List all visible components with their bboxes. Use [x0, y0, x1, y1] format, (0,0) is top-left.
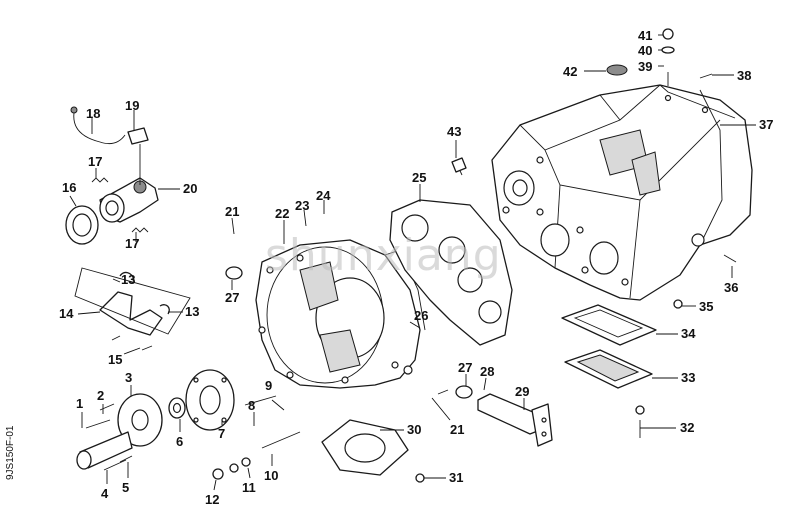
shaft-29 — [477, 393, 553, 447]
sensor-19 — [127, 127, 149, 185]
callout-1: 1 — [76, 396, 83, 411]
pins-27 — [225, 266, 473, 399]
plug-43 — [451, 157, 467, 173]
callout-33: 33 — [681, 370, 695, 385]
callout-30: 30 — [407, 422, 421, 437]
callout-24: 24 — [316, 188, 331, 203]
gasket-7 — [185, 369, 235, 431]
callout-15: 15 — [108, 352, 122, 367]
callout-2: 2 — [97, 388, 104, 403]
callout-3: 3 — [125, 370, 132, 385]
sensor-wire-18 — [70, 106, 126, 145]
callout-31: 31 — [449, 470, 463, 485]
callout-19: 19 — [125, 98, 139, 113]
callout-18: 18 — [86, 106, 100, 121]
callout-40: 40 — [638, 43, 652, 58]
callout-29: 29 — [515, 384, 529, 399]
housing-gasket — [389, 199, 513, 346]
flange-gasket-30 — [321, 419, 409, 476]
transmission-housing — [491, 84, 753, 301]
seal-16 — [65, 205, 99, 245]
callout-20: 20 — [183, 181, 197, 196]
callout-10: 10 — [264, 468, 278, 483]
callout-12: 12 — [205, 492, 219, 507]
callout-17-top: 17 — [88, 154, 102, 169]
callout-5: 5 — [122, 480, 129, 495]
callout-38: 38 — [737, 68, 751, 83]
output-flange-3 — [76, 393, 163, 470]
callout-21-bottom: 21 — [450, 422, 464, 437]
drawing-code: 9JS150F-01 — [5, 425, 16, 480]
callout-17-bottom: 17 — [125, 236, 139, 251]
callout-36: 36 — [724, 280, 738, 295]
release-fork-14 — [74, 267, 191, 336]
callout-35: 35 — [699, 299, 713, 314]
callout-43: 43 — [447, 124, 461, 139]
callout-4: 4 — [101, 486, 109, 501]
callout-13-right: 13 — [185, 304, 199, 319]
callout-16: 16 — [62, 180, 76, 195]
washer-6 — [168, 397, 186, 419]
callout-6: 6 — [176, 434, 183, 449]
watermark: shunxiang — [265, 230, 502, 281]
callout-21-top: 21 — [225, 204, 239, 219]
callout-13-top: 13 — [121, 272, 135, 287]
callout-41: 41 — [638, 28, 652, 43]
release-bearing-20 — [99, 177, 159, 223]
callout-9: 9 — [265, 378, 272, 393]
callout-8: 8 — [248, 398, 255, 413]
callout-14: 14 — [59, 306, 74, 321]
callout-11: 11 — [242, 480, 256, 495]
callout-28: 28 — [480, 364, 494, 379]
bell-housing — [255, 239, 426, 389]
callout-39: 39 — [638, 59, 652, 74]
callout-7: 7 — [218, 426, 225, 441]
callout-32: 32 — [680, 420, 694, 435]
callout-labels: 1 2 3 4 5 6 7 8 9 10 11 12 13 — [59, 28, 773, 507]
cover-plate-33 — [564, 349, 653, 389]
callout-22: 22 — [275, 206, 289, 221]
callout-42: 42 — [563, 64, 577, 79]
callout-25: 25 — [412, 170, 426, 185]
callout-23: 23 — [295, 198, 309, 213]
callout-26: 26 — [414, 308, 428, 323]
callout-34: 34 — [681, 326, 696, 341]
bolts — [85, 72, 737, 471]
spring-17 — [91, 177, 149, 233]
callout-37: 37 — [759, 117, 773, 132]
cover-plate-34 — [561, 304, 657, 346]
callout-27-right: 27 — [458, 360, 472, 375]
callout-27-left: 27 — [225, 290, 239, 305]
